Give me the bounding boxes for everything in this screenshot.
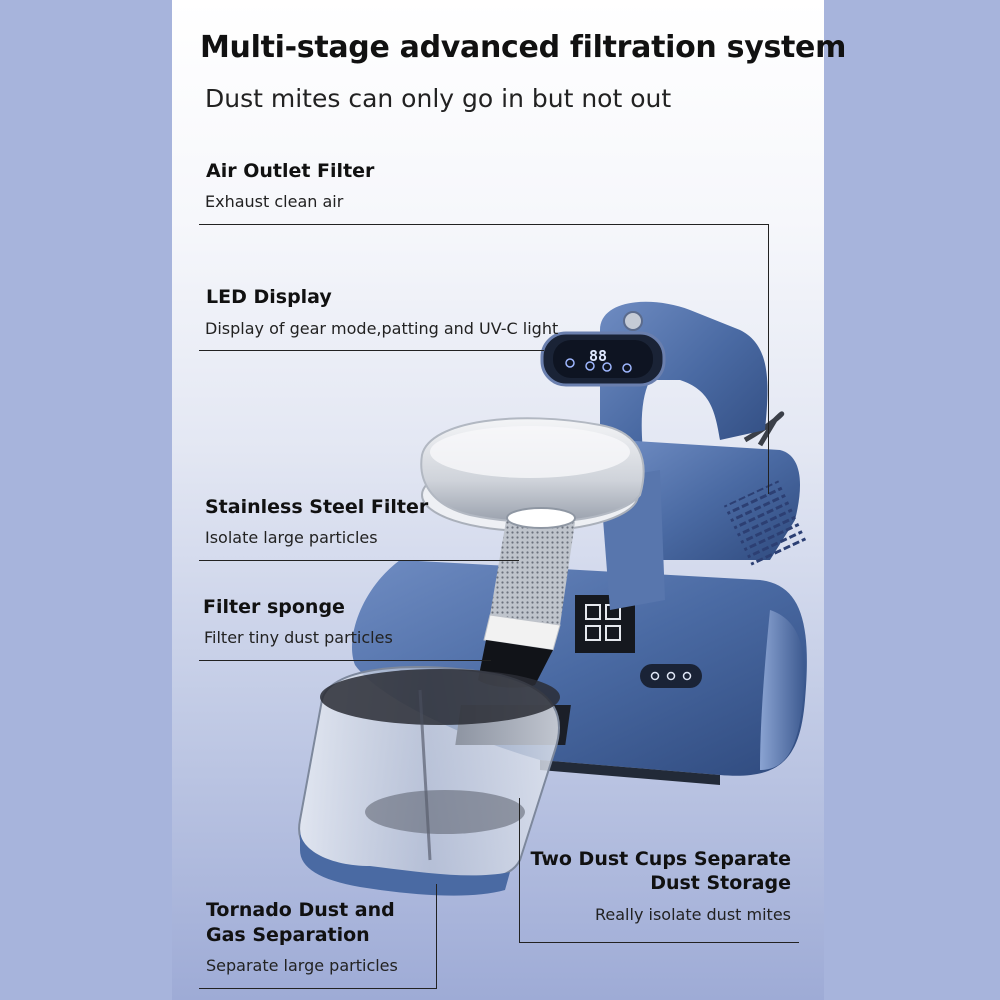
led-display-desc: Display of gear mode,patting and UV-C li… [205,319,559,338]
dust-cups-leader-v [519,798,520,943]
tornado-title-line2: Gas Separation [206,924,370,946]
tornado-desc: Separate large particles [206,956,398,975]
display-readout: 88 [589,347,607,365]
steel-filter-desc: Isolate large particles [205,528,378,547]
air-outlet-leader-v [768,224,769,494]
dust-cups-desc: Really isolate dust mites [595,905,791,924]
dust-cups-leader-h [519,942,799,943]
dust-cups-title-line2: Dust Storage [650,872,791,894]
air-outlet-leader-h [199,224,769,225]
led-display-leader [199,350,544,351]
air-outlet-filter-title: Air Outlet Filter [206,160,375,182]
dust-cups-title-line1: Two Dust Cups Separate [530,848,791,870]
steel-filter-title: Stainless Steel Filter [205,496,429,518]
led-display-title: LED Display [206,286,332,308]
filter-sponge-leader [199,660,491,661]
filter-sponge-title: Filter sponge [203,596,345,618]
tornado-leader-v [436,884,437,989]
tornado-leader-h [199,988,437,989]
filter-sponge-desc: Filter tiny dust particles [204,628,393,647]
steel-filter-leader [199,560,519,561]
air-outlet-filter-desc: Exhaust clean air [205,192,344,211]
page-subtitle: Dust mites can only go in but not out [205,84,672,113]
page-title: Multi-stage advanced filtration system [200,30,847,65]
tornado-title-line1: Tornado Dust and [206,899,395,921]
